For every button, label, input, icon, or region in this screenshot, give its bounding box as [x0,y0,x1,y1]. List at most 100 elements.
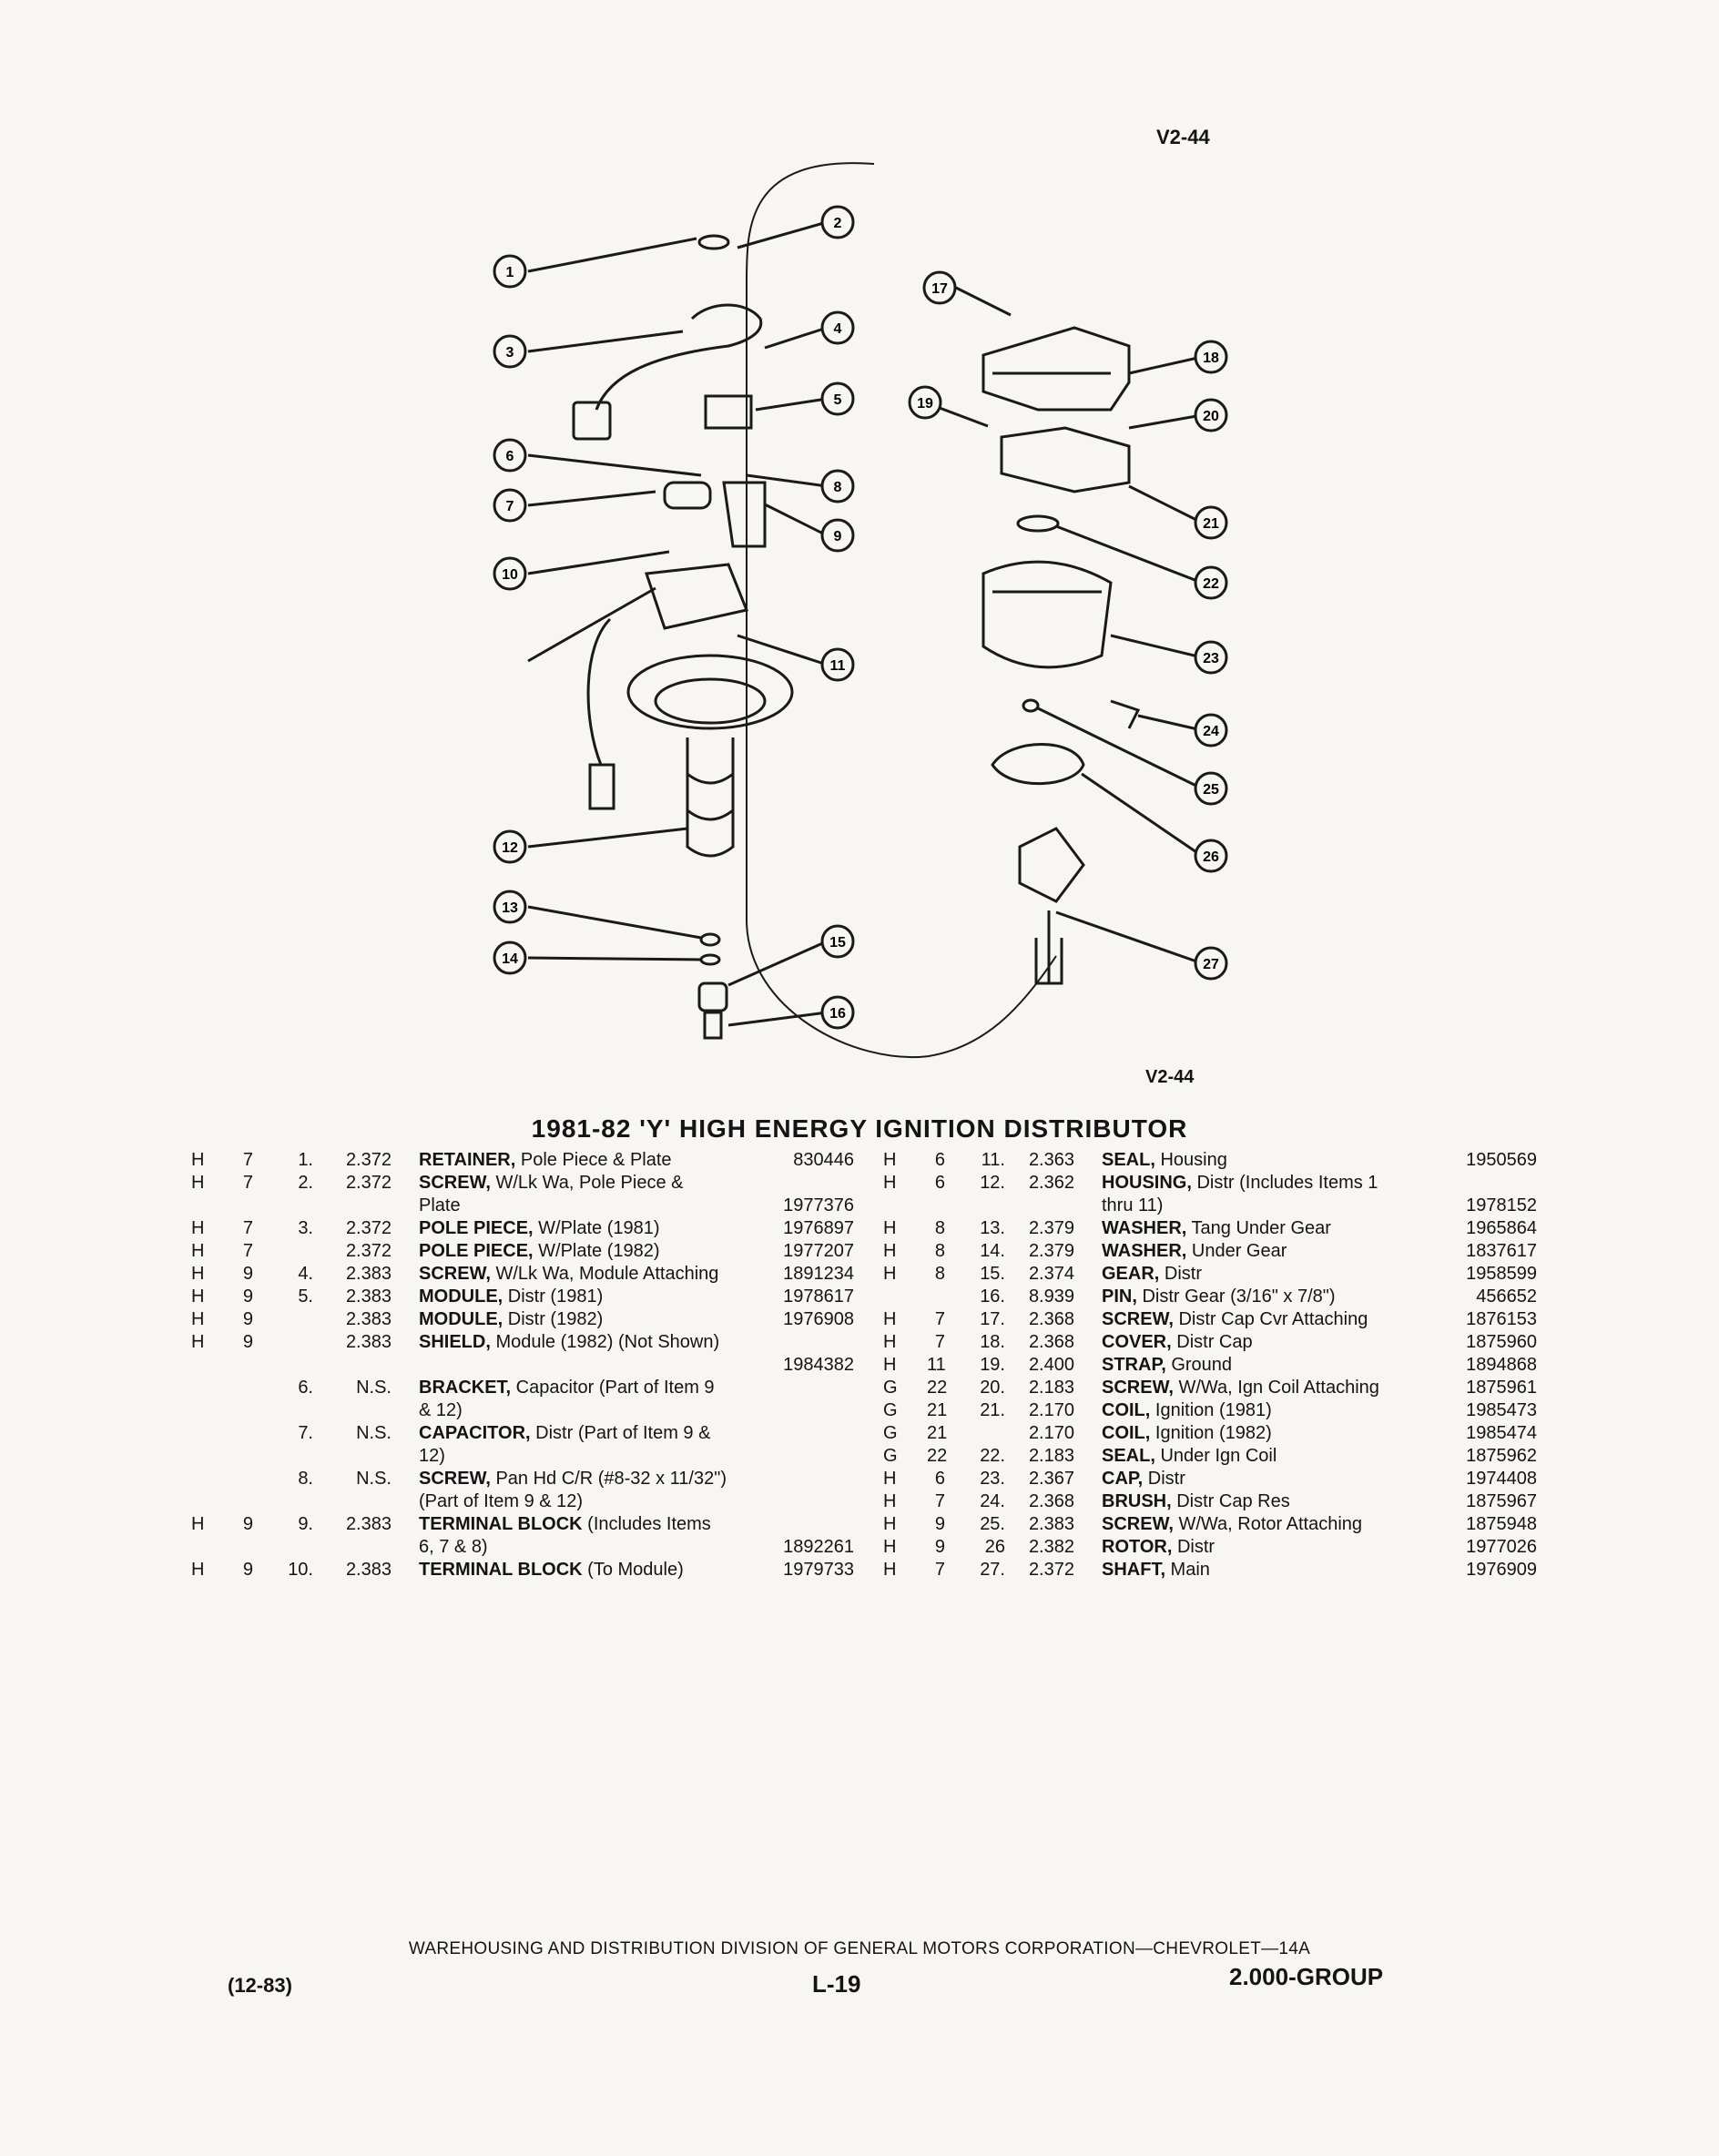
part-name: SCREW, [419,1469,491,1489]
part-subgroup: 6 [934,1469,945,1489]
part-item-number: 18. [980,1332,1005,1352]
part-group: H [883,1491,897,1511]
part-reference: N.S. [356,1378,392,1398]
part-number: 1894868 [1466,1355,1537,1375]
callout-label-22: 22 [1203,576,1219,592]
diagram-code-bottom: V2-44 [1145,1067,1195,1087]
callout-circle-22 [1194,565,1228,600]
part-item-number: 2. [298,1173,313,1193]
part-description: WASHER, Under Gear [1102,1240,1402,1263]
part-reference: 2.372 [345,1218,392,1238]
part-group: G [883,1446,898,1466]
part-reference: 2.372 [345,1241,392,1261]
part-reference: 2.383 [1028,1514,1074,1534]
part-item-number: 13. [980,1218,1005,1238]
footer-division: WAREHOUSING AND DISTRIBUTION DIVISION OF… [408,1939,1311,1958]
callout-label-12: 12 [502,840,518,856]
part-name: TERMINAL BLOCK [419,1560,583,1580]
callout-circle-4 [820,310,855,345]
part-item-number: 12. [980,1173,1005,1193]
callout-label-9: 9 [834,529,842,544]
part-description: SEAL, Under Ign Coil [1102,1445,1402,1468]
part-description: SCREW, W/Wa, Ign Coil Attaching [1102,1377,1402,1399]
callout-label-5: 5 [834,392,842,408]
part-detail: Housing [1154,1150,1227,1170]
part-group: H [191,1150,205,1170]
part-name: GEAR, [1102,1264,1160,1284]
part-description: BRACKET, Capacitor (Part of Item 9 & 12) [419,1377,728,1422]
part-group: H [191,1514,205,1534]
callout-label-2: 2 [834,216,842,231]
callout-circle-3 [493,334,527,369]
part-number: 1976897 [783,1218,854,1238]
part-subgroup: 7 [242,1150,253,1170]
part-number: 1837617 [1466,1241,1537,1261]
part-name: MODULE, [419,1309,503,1329]
callout-circle-12 [493,829,527,864]
part-item-number: 6. [298,1378,313,1398]
callout-label-6: 6 [506,449,514,464]
part-name: POLE PIECE, [419,1241,534,1261]
part-number: 1985474 [1466,1423,1537,1443]
part-detail: W/Plate (1981) [533,1218,660,1238]
part-description: BRUSH, Distr Cap Res [1102,1490,1402,1513]
part-description: CAPACITOR, Distr (Part of Item 9 & 12) [419,1422,728,1468]
callout-circle-11 [820,647,855,682]
callout-circle-8 [820,469,855,503]
part-description: STRAP, Ground [1102,1354,1402,1377]
part-detail: Under Ign Coil [1154,1446,1277,1466]
callout-label-23: 23 [1203,651,1219,666]
part-number: 1965864 [1466,1218,1537,1238]
part-number: 1974408 [1466,1469,1537,1489]
part-description: POLE PIECE, W/Plate (1981) [419,1217,728,1240]
part-row: 8.N.S.SCREW, Pan Hd C/R (#8-32 x 11/32")… [191,1468,854,1513]
part-number: 1984382 [783,1355,854,1375]
part-detail: Distr Gear (3/16" x 7/8") [1136,1286,1336,1307]
part-description: SCREW, W/Lk Wa, Pole Piece & Plate [419,1172,728,1217]
part-number: 1891234 [783,1264,854,1284]
part-group: H [883,1218,897,1238]
part-number: 1977376 [783,1195,854,1215]
part-item-number: 3. [298,1218,313,1238]
part-detail: Distr (Part of Item 9 & 12) [419,1423,711,1466]
callout-circle-6 [493,438,527,473]
part-item-number: 19. [980,1355,1005,1375]
part-detail: W/Wa, Rotor Attaching [1173,1514,1363,1534]
callout-label-4: 4 [834,321,842,337]
part-name: STRAP, [1102,1355,1166,1375]
part-item-number: 22. [980,1446,1005,1466]
callout-label-10: 10 [502,567,518,583]
footer-page-number: L-19 [812,1970,861,1998]
part-description: SHIELD, Module (1982) (Not Shown) [419,1331,728,1354]
part-reference: 2.183 [1028,1446,1074,1466]
part-subgroup: 22 [927,1446,948,1466]
part-subgroup: 9 [242,1264,253,1284]
part-description: SCREW, W/Lk Wa, Module Attaching [419,1263,728,1286]
part-group: H [191,1173,205,1193]
part-item-number: 11. [981,1150,1005,1170]
part-detail: Ignition (1981) [1150,1400,1272,1420]
part-number: 1976909 [1466,1560,1537,1580]
part-group: H [883,1537,897,1557]
part-reference: 2.372 [1028,1560,1074,1580]
callout-label-24: 24 [1203,724,1219,739]
callout-circle-5 [820,381,855,416]
part-name: BRUSH, [1102,1491,1172,1511]
part-subgroup: 6 [934,1173,945,1193]
part-detail: W/Plate (1982) [533,1241,660,1261]
